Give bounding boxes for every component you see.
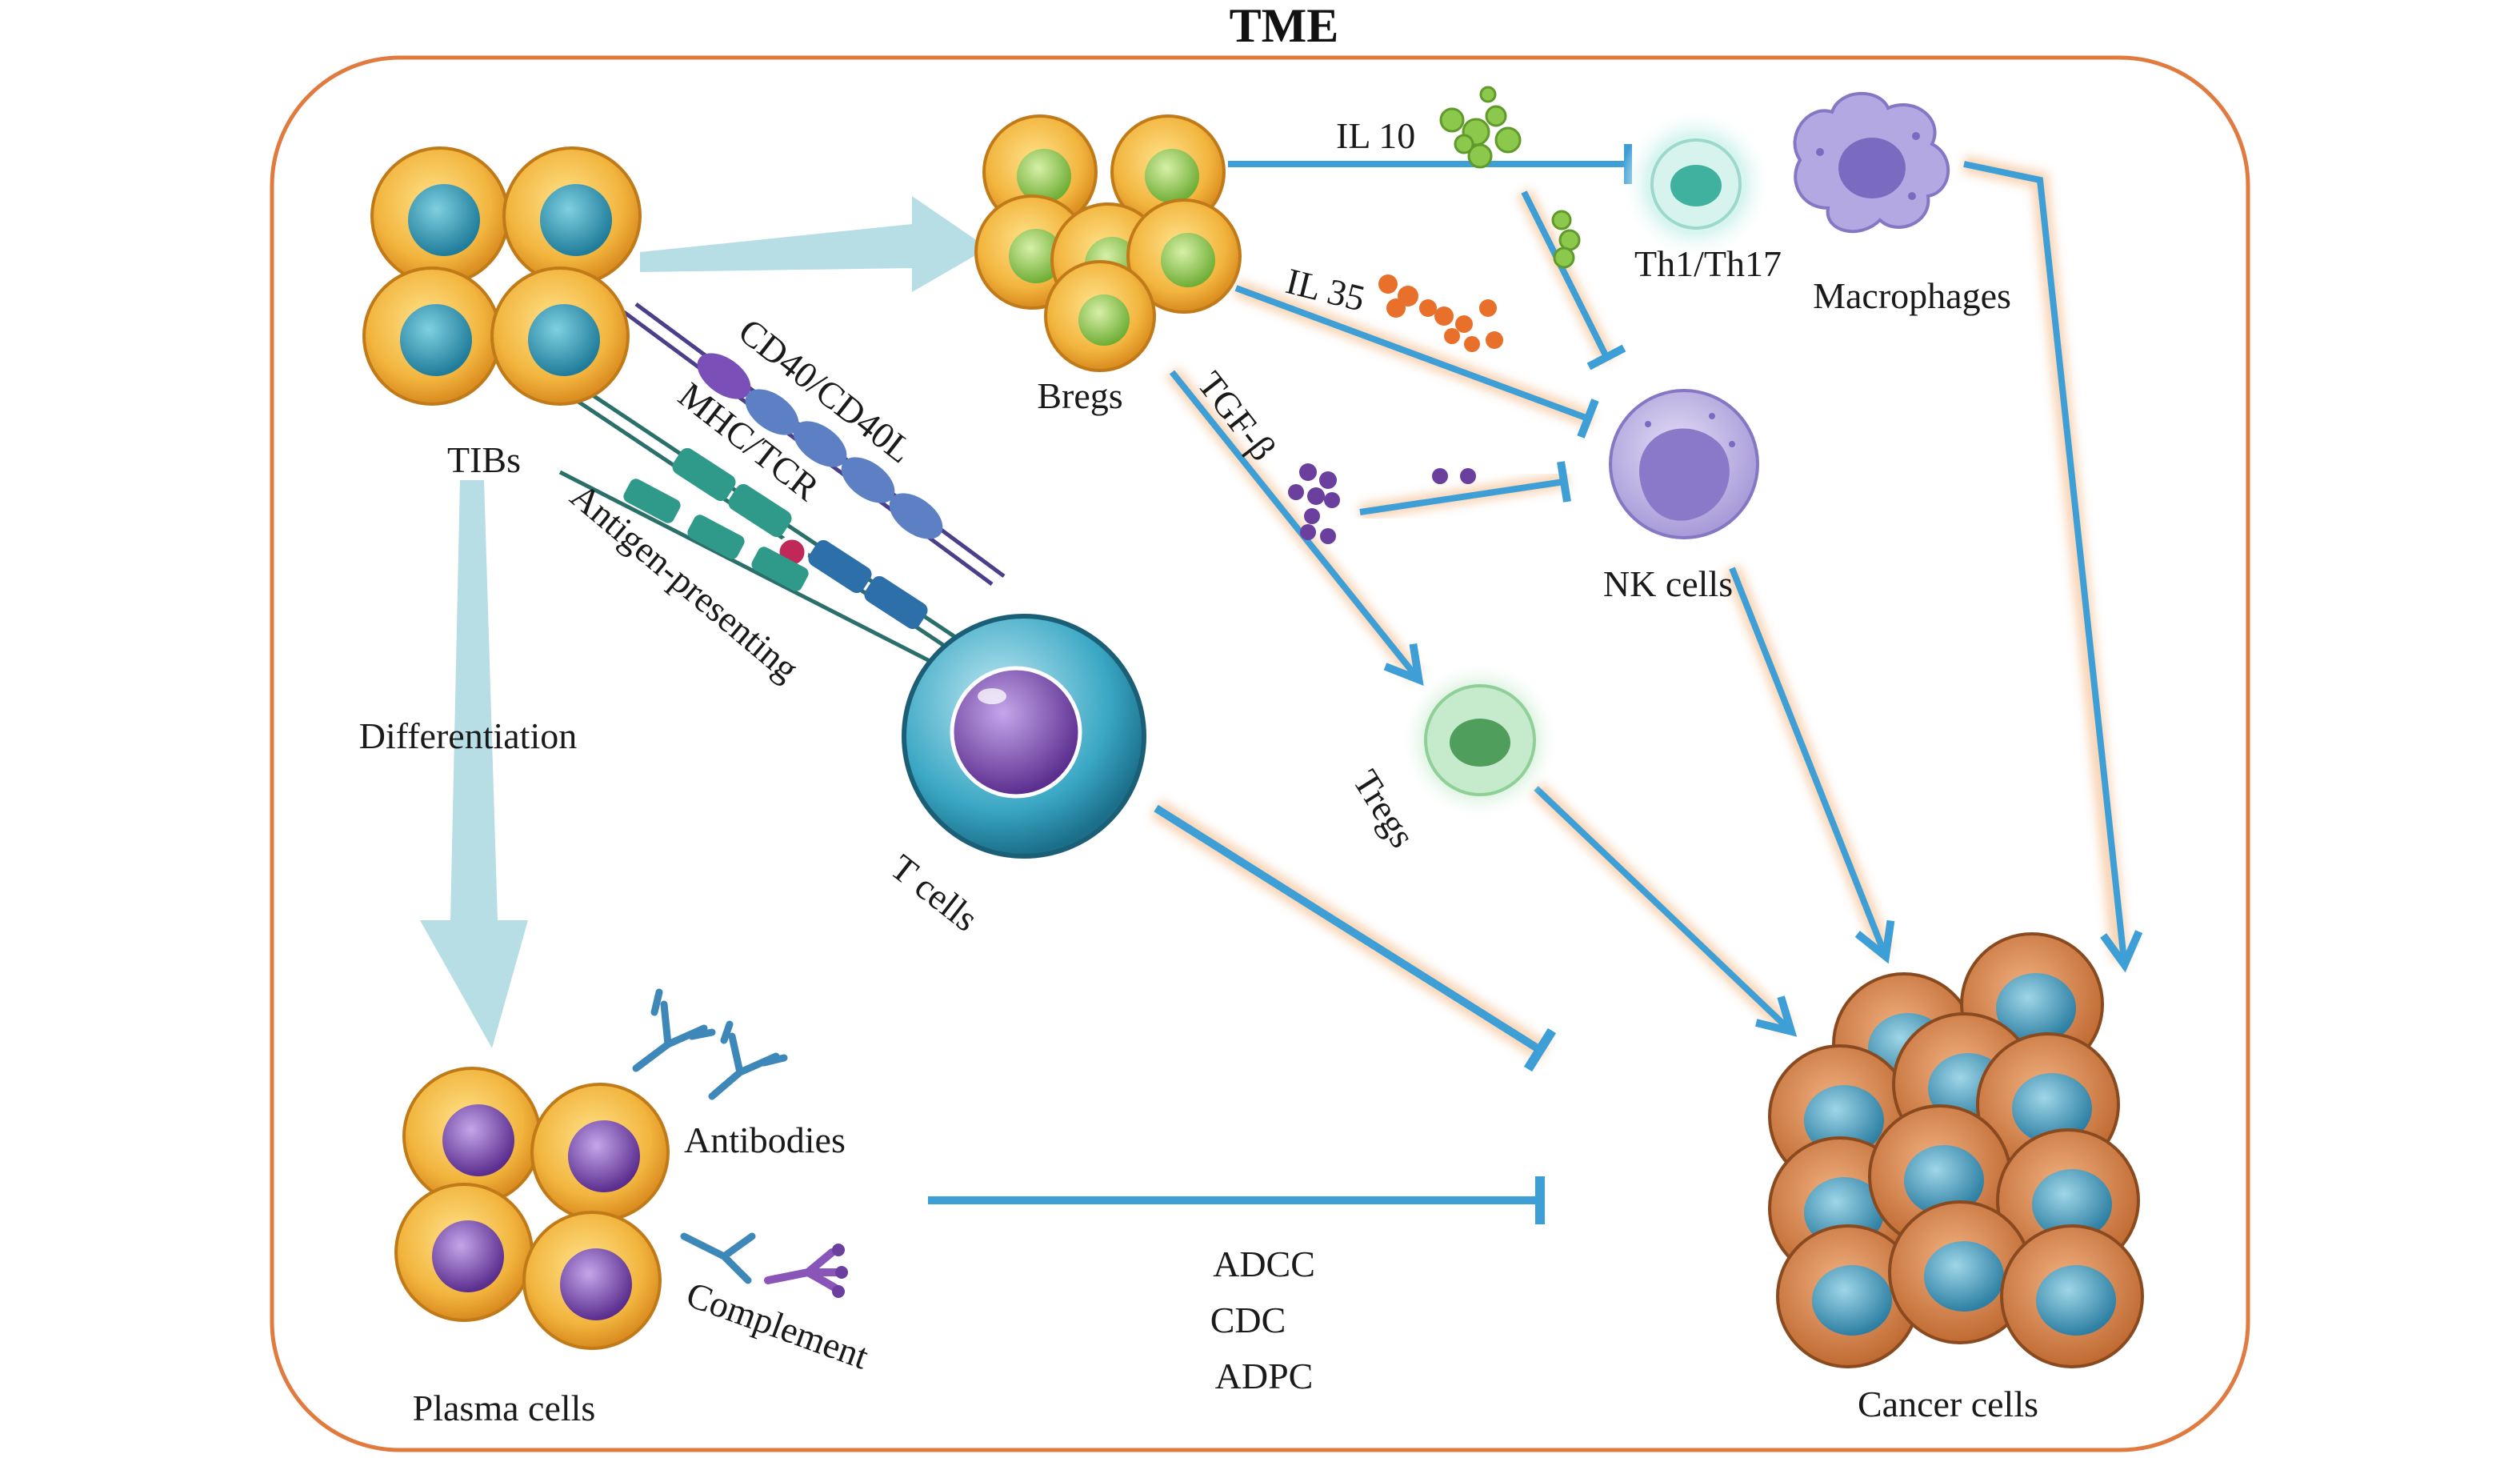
differentiation-arrow bbox=[420, 480, 528, 1048]
breg-cells bbox=[974, 114, 1242, 372]
activation-arrows bbox=[1166, 155, 2143, 1037]
cancer-label: Cancer cells bbox=[1858, 1384, 2038, 1424]
cancer-cell bbox=[1888, 1200, 2032, 1344]
treg-cell bbox=[1400, 660, 1560, 820]
plasma-cell bbox=[522, 1211, 662, 1350]
mhc-tcr-complex bbox=[574, 390, 974, 659]
differentiation-label: Differentiation bbox=[359, 715, 578, 756]
adcc-label: ADCC bbox=[1213, 1244, 1315, 1284]
breg-treg-arrow bbox=[1169, 370, 1424, 687]
inhibition-lines bbox=[928, 144, 1632, 1224]
nk-label: NK cells bbox=[1603, 563, 1733, 604]
macrophage-cancer-arrow bbox=[1963, 161, 2143, 973]
breg-cell bbox=[1044, 260, 1156, 372]
th-label: Th1/Th17 bbox=[1634, 243, 1782, 284]
il10-nk-inhibition-line bbox=[1521, 190, 1610, 358]
plasma-cell bbox=[394, 1183, 534, 1322]
macrophage-cell bbox=[1793, 91, 1950, 234]
tibs-label: TIBs bbox=[447, 439, 521, 480]
antibody-icon bbox=[632, 988, 788, 1100]
complement-icon bbox=[680, 1232, 848, 1298]
tgfb-cytokines bbox=[1288, 463, 1476, 544]
antibodies-label: Antibodies bbox=[684, 1120, 846, 1160]
cancer-cells bbox=[1768, 932, 2144, 1368]
treg-cancer-arrow bbox=[1534, 786, 1798, 1037]
plasma-cells bbox=[394, 1067, 670, 1350]
il35-inhibition-line bbox=[1234, 285, 1590, 422]
tgfb-nk-inhibition-line bbox=[1359, 479, 1565, 515]
tib-cell bbox=[362, 266, 502, 406]
cdc-label: CDC bbox=[1210, 1300, 1286, 1340]
tib-cell bbox=[490, 266, 630, 406]
nk-cell bbox=[1609, 389, 1759, 539]
tcells-label: T cells bbox=[883, 847, 986, 939]
cd40-cd40l-complex bbox=[622, 302, 1006, 587]
macrophages-label: Macrophages bbox=[1813, 275, 2011, 316]
breg-cell bbox=[1126, 198, 1242, 314]
plasma-cell bbox=[530, 1083, 670, 1222]
tib-cells bbox=[362, 146, 642, 406]
complement-label: Complement bbox=[682, 1273, 874, 1376]
il35-cytokines bbox=[1378, 274, 1503, 352]
plasma-label: Plasma cells bbox=[413, 1388, 596, 1428]
tme-frame bbox=[270, 55, 2250, 1452]
tib-cell bbox=[502, 146, 642, 286]
il10-cytokines bbox=[1439, 86, 1581, 269]
tcell-inhibition-line bbox=[1154, 804, 1542, 1054]
t-cell bbox=[902, 614, 1146, 859]
th-cell bbox=[1620, 108, 1772, 260]
bregs-label: Bregs bbox=[1037, 375, 1122, 416]
cancer-cell bbox=[2000, 1224, 2144, 1368]
antigen-presenting-complex bbox=[558, 470, 938, 667]
il10-label: IL 10 bbox=[1336, 115, 1415, 156]
page-title: TME bbox=[1230, 0, 1339, 52]
nk-cancer-arrow bbox=[1729, 567, 1895, 964]
adpc-label: ADPC bbox=[1215, 1356, 1314, 1396]
tib-to-breg-arrow bbox=[640, 196, 988, 292]
cancer-cell bbox=[1776, 1224, 1920, 1368]
tib-cell bbox=[370, 146, 510, 286]
